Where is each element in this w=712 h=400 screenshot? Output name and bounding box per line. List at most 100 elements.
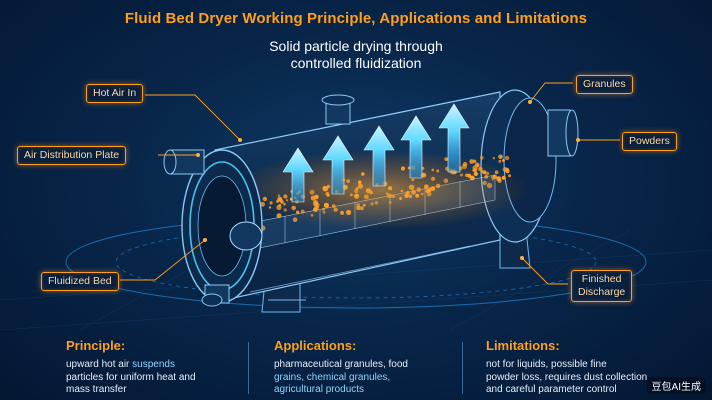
particle (426, 191, 432, 197)
particle (416, 187, 422, 192)
particle (498, 159, 502, 163)
particle (435, 183, 441, 189)
panel-divider (462, 342, 463, 394)
label-fluidized-bed: Fluidized Bed (41, 272, 119, 291)
limitations-text: not for liquids, possible fine powder lo… (486, 359, 686, 397)
particle (411, 189, 416, 195)
particle (374, 201, 379, 205)
particle (388, 201, 392, 204)
particle (467, 173, 472, 178)
particle (283, 202, 286, 206)
particle (481, 170, 484, 174)
applications-line-3: agricultural products (274, 384, 365, 395)
particle (411, 178, 415, 182)
particle (436, 169, 440, 173)
label-powders: Powders (622, 132, 677, 151)
particle (322, 207, 325, 211)
particle (424, 184, 429, 189)
particle (363, 194, 369, 200)
label-air-distribution-plate: Air Distribution Plate (17, 146, 127, 165)
particle (420, 192, 424, 196)
label-finished-discharge-line-1: Finished (581, 273, 622, 285)
applications-line-2: grains, chemical granules, (274, 371, 391, 383)
particle (370, 202, 374, 206)
particle (482, 180, 487, 186)
particle (262, 196, 268, 202)
particle (277, 196, 283, 202)
particle (346, 179, 350, 184)
particle (484, 175, 489, 179)
limitations-title: Limitations: (486, 338, 560, 353)
particle (421, 172, 427, 178)
airflow-arrow (282, 147, 314, 203)
particle (325, 191, 330, 196)
principle-panel: Principle: upward hot air suspends parti… (66, 338, 241, 397)
principle-text: upward hot air suspends particles for un… (66, 359, 241, 397)
particle (268, 206, 272, 209)
particle (362, 203, 366, 207)
particle (350, 193, 353, 197)
particle (400, 189, 403, 193)
particle (313, 207, 317, 212)
page-title: Fluid Bed Dryer Working Principle, Appli… (124, 10, 588, 27)
airflow-arrow (400, 115, 432, 179)
particle (309, 189, 315, 195)
particle (260, 201, 265, 207)
particle (415, 193, 420, 198)
limitations-line-1: not for liquids, possible fine (486, 359, 607, 370)
limitations-line-2: powder loss, requires dust collection (486, 371, 648, 383)
particle (408, 184, 415, 190)
applications-text: pharmaceutical granules, food grains, ch… (274, 359, 444, 397)
particle (469, 159, 475, 164)
particle (388, 186, 393, 191)
subtitle-line-2: controlled fluidization (290, 55, 422, 71)
particle (494, 170, 499, 175)
particle (283, 208, 287, 212)
particle (508, 174, 512, 178)
label-finished-discharge-line-2: Discharge (578, 286, 626, 298)
airflow-arrow (363, 125, 395, 187)
applications-panel: Applications: pharmaceutical granules, f… (274, 338, 444, 397)
particle (460, 173, 463, 177)
particle (491, 178, 495, 181)
airflow-arrows (282, 103, 470, 203)
panel-divider (248, 342, 249, 394)
particle (314, 202, 320, 208)
particle (300, 209, 305, 214)
particle (323, 202, 329, 208)
particle (486, 182, 493, 189)
applications-title: Applications: (274, 338, 357, 353)
particle (283, 194, 288, 199)
applications-line-1: pharmaceutical granules, food (274, 359, 408, 370)
particle (480, 156, 484, 160)
particle (332, 204, 336, 208)
particle (472, 169, 476, 172)
particle (501, 175, 506, 180)
label-granules: Granules (576, 75, 633, 94)
particle (490, 175, 494, 179)
particle (385, 192, 389, 195)
particle (277, 194, 281, 197)
particle (280, 200, 284, 204)
particle (322, 186, 328, 192)
particle (346, 209, 352, 215)
principle-title: Principle: (66, 338, 126, 353)
particle (387, 193, 392, 199)
label-hot-air-in: Hot Air In (86, 84, 144, 103)
particle (357, 180, 362, 185)
particle (333, 207, 338, 212)
principle-line-1b: suspends (132, 359, 175, 370)
particle (462, 161, 468, 167)
particle (276, 204, 282, 210)
principle-line-2: particles for uniform heat and (66, 371, 196, 383)
particle (310, 195, 316, 201)
particle (492, 174, 497, 179)
particle (478, 166, 483, 172)
particle (322, 210, 326, 214)
particle (276, 200, 279, 203)
particle (361, 172, 365, 176)
particle (369, 190, 374, 195)
particle (431, 168, 435, 172)
principle-line-1a: upward hot air (66, 359, 133, 370)
particle (276, 213, 282, 219)
